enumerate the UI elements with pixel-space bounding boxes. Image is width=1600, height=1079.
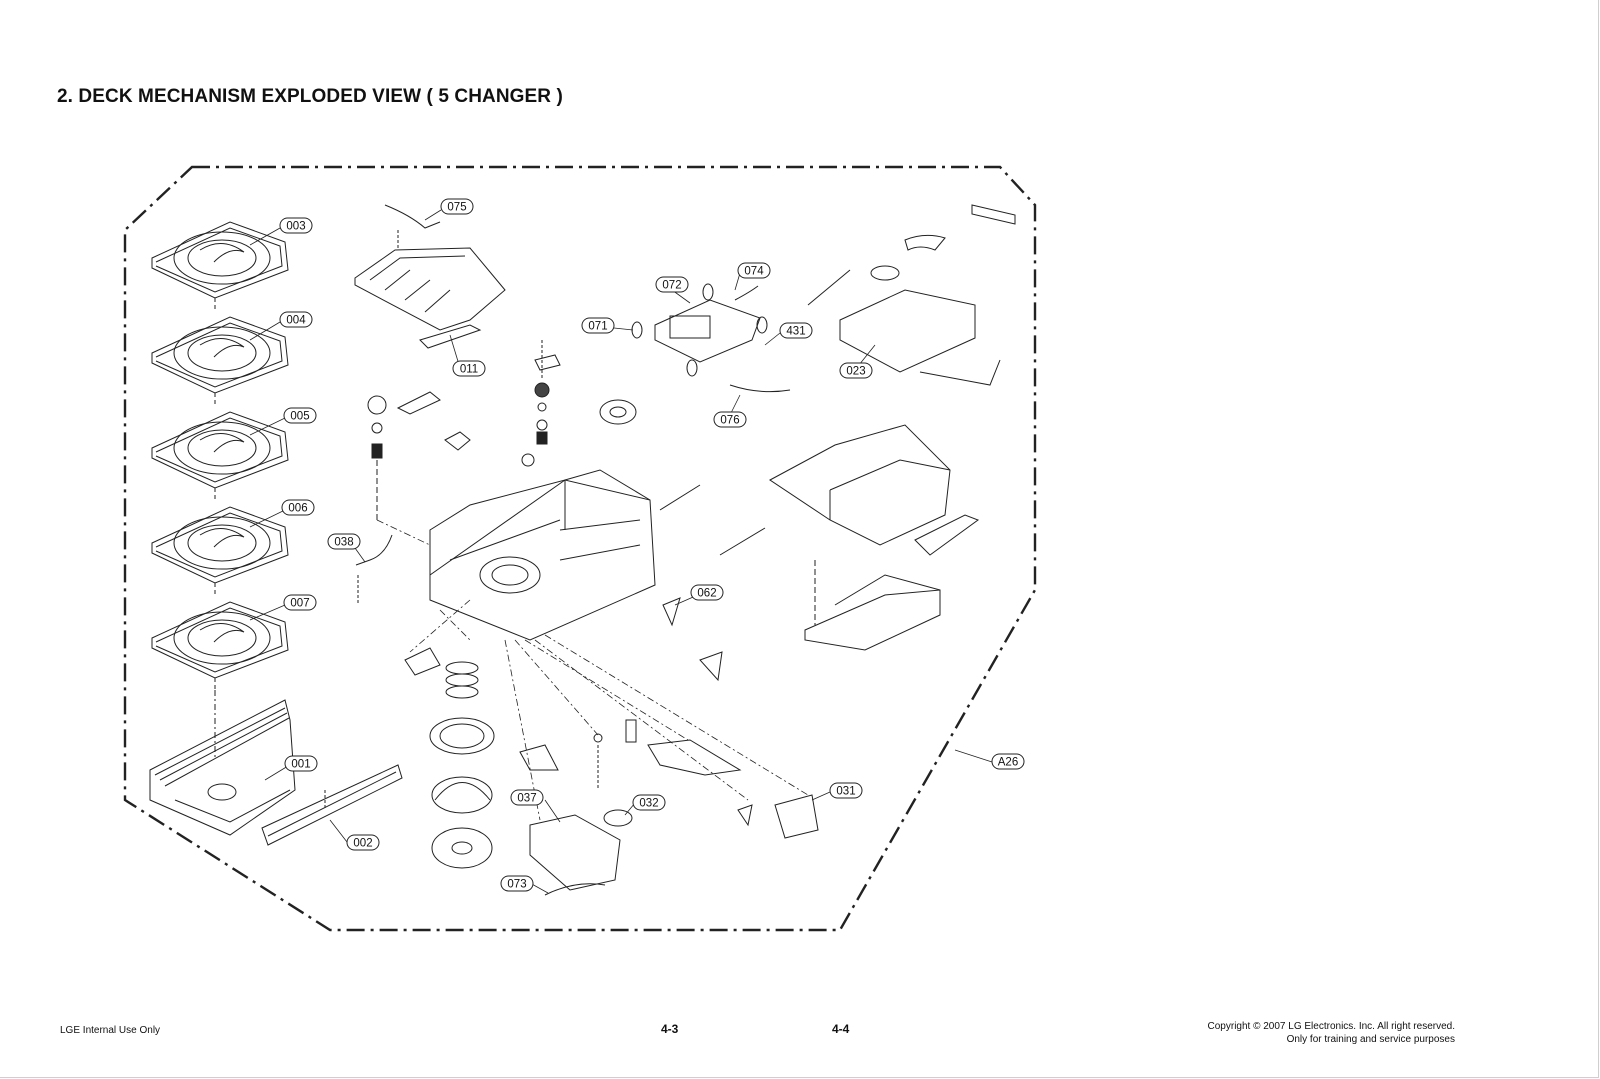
svg-text:032: 032 <box>639 798 658 810</box>
svg-text:062: 062 <box>697 588 716 600</box>
base-frame-001 <box>149 699 296 836</box>
callout-A26: A26 <box>991 753 1025 770</box>
bracket-011 <box>419 324 482 349</box>
svg-text:005: 005 <box>290 411 309 423</box>
svg-text:A26: A26 <box>998 757 1018 769</box>
svg-text:001: 001 <box>291 759 310 771</box>
top-cover-075 <box>354 204 506 331</box>
callout-002: 002 <box>346 834 380 851</box>
svg-text:074: 074 <box>744 266 764 278</box>
callout-074: 074 <box>737 262 771 279</box>
side-rail-002 <box>261 764 403 846</box>
svg-text:011: 011 <box>460 364 478 376</box>
pickup-unit-072 <box>631 283 791 393</box>
disc-tray-stack <box>151 221 289 760</box>
callout-007: 007 <box>283 594 317 611</box>
page-number-left: 4-3 <box>661 1022 679 1036</box>
svg-text:007: 007 <box>290 598 309 610</box>
right-housing <box>769 424 980 651</box>
callout-leaders <box>249 209 993 894</box>
callout-031: 031 <box>829 782 863 799</box>
svg-text:002: 002 <box>353 838 372 850</box>
copyright-line-2: Only for training and service purposes <box>1286 1034 1455 1045</box>
assembly-boundary <box>123 165 1037 932</box>
gear-column <box>367 340 637 520</box>
svg-text:072: 072 <box>662 280 681 292</box>
svg-text:004: 004 <box>286 315 306 327</box>
callout-072: 072 <box>655 276 689 293</box>
svg-text:038: 038 <box>334 537 353 549</box>
callout-004: 004 <box>279 311 313 328</box>
callout-038: 038 <box>327 533 361 550</box>
callout-032: 032 <box>632 794 666 811</box>
svg-text:076: 076 <box>720 415 739 427</box>
callout-037: 037 <box>510 789 544 806</box>
svg-text:023: 023 <box>846 366 865 378</box>
footer-internal-use: LGE Internal Use Only <box>60 1025 161 1036</box>
svg-text:031: 031 <box>836 786 855 798</box>
lower-mechanism <box>355 484 819 896</box>
svg-text:003: 003 <box>286 221 305 233</box>
assembly-guide-lines <box>376 519 809 821</box>
callout-labels: 003 004 005 006 007 001 002 075 <box>279 198 1025 892</box>
svg-text:071: 071 <box>588 321 607 333</box>
callout-023: 023 <box>839 362 873 379</box>
copyright-line-1: Copyright © 2007 LG Electronics. Inc. Al… <box>1207 1021 1455 1032</box>
callout-431: 431 <box>779 322 813 339</box>
callout-073: 073 <box>500 875 534 892</box>
svg-text:006: 006 <box>288 503 307 515</box>
callout-076: 076 <box>713 411 747 428</box>
loader-assembly-023 <box>807 204 1016 386</box>
callout-005: 005 <box>283 407 317 424</box>
disc-tray <box>151 221 289 310</box>
copyright-notice: Copyright © 2007 LG Electronics. Inc. Al… <box>1208 1020 1455 1046</box>
callout-001: 001 <box>284 755 318 772</box>
svg-text:037: 037 <box>517 793 536 805</box>
callout-062: 062 <box>690 584 724 601</box>
page-number-right: 4-4 <box>832 1022 850 1036</box>
page-title: 2. DECK MECHANISM EXPLODED VIEW ( 5 CHAN… <box>57 86 563 107</box>
svg-text:075: 075 <box>447 202 466 214</box>
callout-071: 071 <box>581 317 615 334</box>
svg-text:073: 073 <box>507 879 526 891</box>
callout-011: 011 <box>452 360 486 377</box>
callout-003: 003 <box>279 217 313 234</box>
callout-075: 075 <box>440 198 474 215</box>
callout-006: 006 <box>281 499 315 516</box>
svg-text:431: 431 <box>786 326 805 338</box>
main-chassis <box>429 469 656 641</box>
